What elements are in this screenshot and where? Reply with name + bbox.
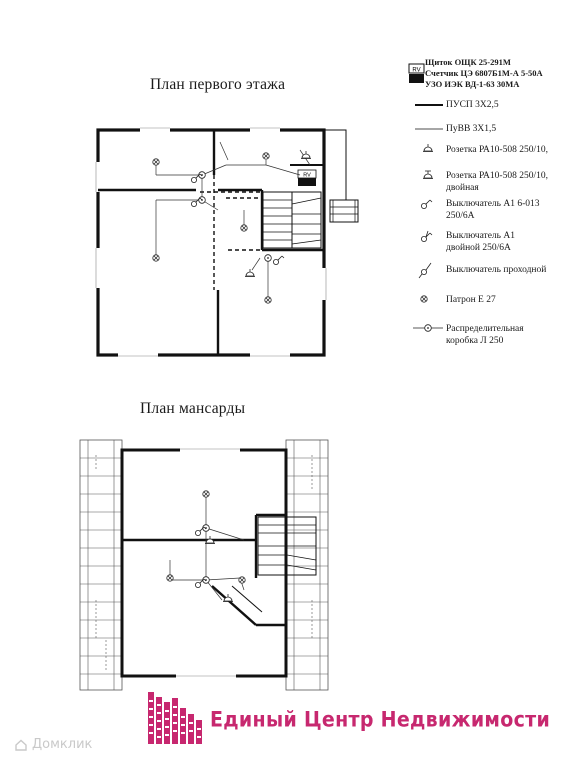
legend-symbols (413, 104, 443, 332)
spec-meter: Счетчик ЦЭ 6807Б1М-А 5-50А (425, 68, 543, 78)
floor1-title: План первого этажа (150, 76, 286, 93)
legend-switch-pass-icon (418, 262, 432, 279)
spec-rcd: УЗО ИЭК ВД-1-63 30МА (425, 79, 520, 89)
legend-socket-double: Розетка РА10-508 250/10, (446, 171, 548, 181)
watermark-house-icon (15, 739, 27, 751)
attic-plan (79, 439, 329, 691)
legend-socket-double-2: двойная (446, 183, 479, 193)
legend-lamp-icon (420, 295, 428, 303)
panel-legend-tag: RV (412, 67, 420, 73)
legend-switch-2: 250/6А (446, 211, 475, 221)
legend-box-2: коробка Л 250 (446, 336, 504, 346)
company-logo-icon (148, 692, 202, 744)
legend-pusp: ПУСП 3Х2,5 (446, 100, 499, 110)
legend-socket-icon (422, 143, 434, 152)
panel-legend-icon: RV (408, 63, 425, 83)
legend-lamp: Патрон Е 27 (446, 295, 496, 305)
legend-socket: Розетка РА10-508 250/10, (446, 145, 548, 155)
legend-switch-icon (420, 199, 433, 210)
company-name: Единый Центр Недвижимости (210, 708, 551, 733)
legend-socket-double-icon (422, 170, 434, 179)
legend-switch-double-icon (420, 230, 433, 243)
legend-box: Распределительная (446, 324, 524, 334)
legend-switch-pass: Выключатель проходной (446, 265, 547, 275)
floor1-plan: RV (95, 127, 359, 358)
legend-switch: Выключатель А1 6-013 (446, 199, 540, 209)
attic-title: План мансарды (140, 400, 246, 417)
floor1-panel-tag: RV (303, 173, 311, 179)
legend-puvv: ПуВВ 3Х1,5 (446, 124, 497, 134)
watermark-text: Домклик (32, 737, 93, 752)
legend-switch-double: Выключатель А1 (446, 231, 515, 241)
spec-panel: Щиток ОЩК 25-291М (425, 57, 511, 67)
legend-switch-double-2: двойной 250/6А (446, 243, 511, 253)
legend-box-icon (413, 324, 443, 332)
equipment-spec: Щиток ОЩК 25-291М Счетчик ЦЭ 6807Б1М-А 5… (425, 57, 543, 90)
